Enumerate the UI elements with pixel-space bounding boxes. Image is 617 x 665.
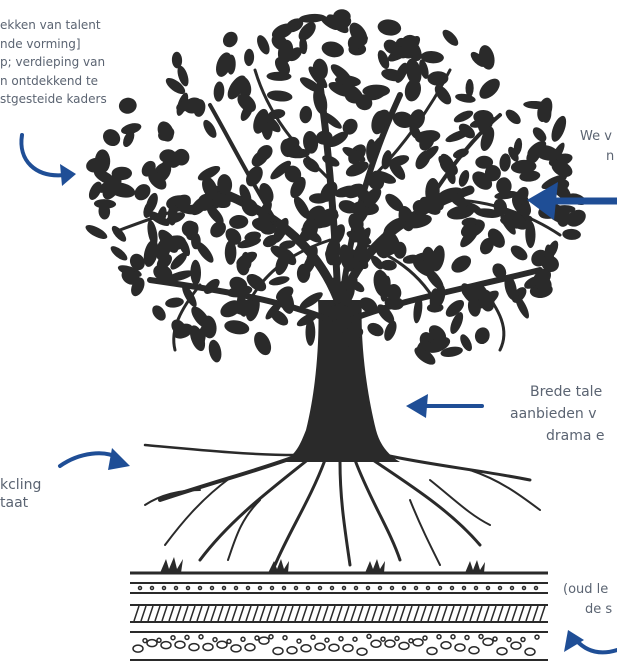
annotation-line: nde vorming] [0, 36, 81, 51]
annotation-line: drama e [546, 428, 605, 444]
annotation-top-left: ekken van talent nde vorming] p; verdiep… [0, 16, 107, 109]
grass-tufts [160, 557, 485, 573]
annotation-line: p; verdieping van [0, 55, 106, 69]
annotation-line: n ontdekkend te [0, 73, 99, 88]
annotation-line: Brede tale [530, 384, 603, 400]
annotation-line: stgesteide kaders [0, 92, 107, 106]
annotation-line: ekken van talent [0, 18, 101, 32]
curved-arrowhead-left-bottom [108, 448, 130, 470]
annotation-line: We v [580, 129, 612, 144]
curved-arrowhead-bottom-right [564, 630, 584, 652]
annotation-line: n [606, 149, 615, 164]
straight-arrowhead-top-right [527, 182, 558, 220]
annotation-line: kcling [0, 477, 42, 493]
annotation-top-right: We v n [580, 127, 614, 167]
annotation-bottom-right: (oud le de s [563, 580, 612, 620]
tree-roots [143, 443, 541, 567]
tree-icon [85, 9, 587, 365]
straight-arrowhead-middle [406, 394, 428, 418]
curved-arrow-icon [19, 133, 67, 178]
tree-trunk [282, 300, 400, 462]
annotation-left-bottom: kcling taat [0, 476, 41, 512]
curved-arrow-bottom-right [574, 638, 617, 655]
soil-layers-icon [130, 571, 548, 661]
annotation-line: taat [0, 495, 29, 511]
curved-arrowhead [60, 164, 76, 186]
annotation-line: de s [585, 602, 613, 617]
annotation-line: aanbieden v [510, 406, 597, 422]
annotation-line: (oud le [563, 582, 609, 597]
annotation-middle-right: Brede tale aanbieden v drama e [510, 381, 605, 447]
